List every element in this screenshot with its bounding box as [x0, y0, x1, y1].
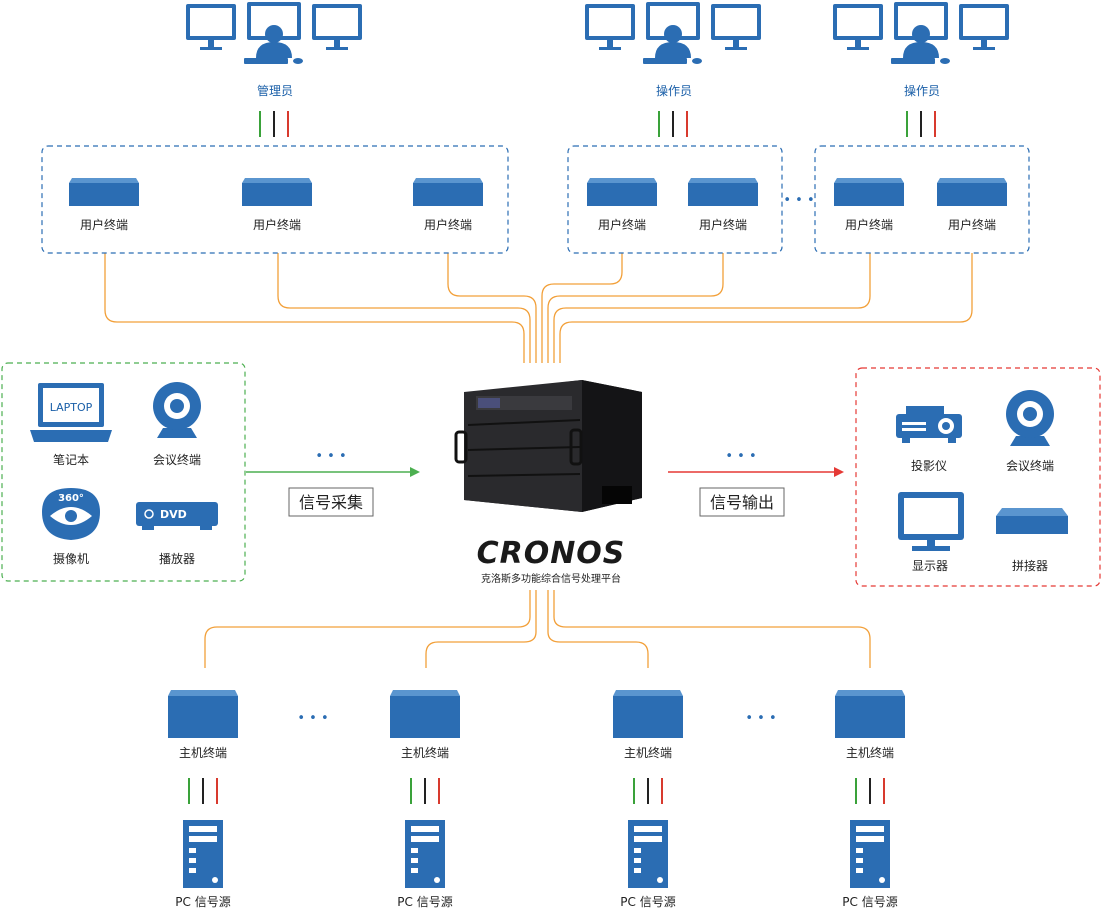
group-ellipsis: • • •	[783, 193, 814, 208]
user-terminal-icon	[242, 178, 312, 206]
splicer-label: 拼接器	[1012, 558, 1048, 573]
360-camera-icon	[42, 488, 100, 540]
conference-label: 会议终端	[153, 452, 201, 467]
brand-logo: CRONOS	[477, 536, 626, 571]
user-terminal-label: 用户终端	[253, 217, 301, 232]
laptop-screen-text: LAPTOP	[50, 401, 93, 414]
user-terminal-icon	[937, 178, 1007, 206]
dvd-player-icon	[136, 502, 218, 530]
operator-2-workstation-icon	[833, 2, 1009, 64]
host-terminal-label: 主机终端	[401, 745, 449, 760]
operator-1-label: 操作员	[656, 83, 692, 98]
laptop-icon	[30, 383, 112, 442]
user-terminal-label: 用户终端	[699, 217, 747, 232]
user-terminal-icon	[413, 178, 483, 206]
output-arrowhead	[834, 467, 844, 477]
projector-icon	[896, 406, 962, 443]
user-terminal-icon	[69, 178, 139, 206]
host-terminal-icon	[613, 690, 683, 738]
pc-tower-icon	[183, 820, 223, 888]
operator-2-label: 操作员	[904, 83, 940, 98]
host-terminal-cables	[188, 777, 218, 805]
monitor-icon	[898, 492, 964, 551]
host-ellipsis: • • •	[745, 711, 776, 726]
host-terminal-cables	[855, 777, 885, 805]
host-terminal-label: 主机终端	[624, 745, 672, 760]
pc-source-label: PC 信号源	[842, 895, 897, 909]
output-devices-panel	[855, 367, 1101, 587]
host-terminal-label: 主机终端	[179, 745, 227, 760]
conference-label: 会议终端	[1006, 458, 1054, 473]
user-terminal-group-2	[567, 145, 783, 254]
player-label: 播放器	[159, 551, 195, 566]
user-terminal-label: 用户终端	[598, 217, 646, 232]
conference-camera-icon	[1006, 390, 1054, 446]
host-ellipsis: • • •	[297, 711, 328, 726]
projector-label: 投影仪	[911, 458, 947, 473]
user-terminal-label: 用户终端	[845, 217, 893, 232]
user-terminal-group-3	[814, 145, 1030, 254]
orange-connectors	[104, 253, 973, 668]
input-devices-panel	[1, 362, 246, 582]
operator-1-cables	[658, 110, 688, 138]
user-terminal-label: 用户终端	[948, 217, 996, 232]
admin-label: 管理员	[257, 83, 293, 98]
input-flow-box	[288, 487, 374, 517]
camera-label: 摄像机	[53, 551, 89, 566]
output-ellipsis: • • •	[725, 449, 756, 464]
user-terminal-label: 用户终端	[424, 217, 472, 232]
host-terminal-icon	[168, 690, 238, 738]
pc-tower-icon	[850, 820, 890, 888]
splicer-icon	[996, 508, 1068, 534]
host-terminal-cables	[410, 777, 440, 805]
camera-360-badge: 360°	[58, 493, 84, 504]
output-flow-label: 信号输出	[710, 493, 774, 512]
operator-2-cables	[906, 110, 936, 138]
pc-tower-icon	[405, 820, 445, 888]
pc-tower-icon	[628, 820, 668, 888]
admin-workstation-icon	[186, 2, 362, 64]
pc-source-label: PC 信号源	[175, 895, 230, 909]
pc-source-label: PC 信号源	[620, 895, 675, 909]
host-terminal-cables	[633, 777, 663, 805]
input-flow-label: 信号采集	[299, 493, 363, 512]
host-terminal-icon	[835, 690, 905, 738]
operator-1-workstation-icon	[585, 2, 761, 64]
admin-cables	[259, 110, 289, 138]
user-terminal-icon	[688, 178, 758, 206]
user-terminal-label: 用户终端	[80, 217, 128, 232]
dvd-badge: DVD	[160, 508, 187, 521]
pc-source-label: PC 信号源	[397, 895, 452, 909]
monitor-label: 显示器	[912, 559, 948, 573]
host-terminal-icon	[390, 690, 460, 738]
input-ellipsis: • • •	[315, 449, 346, 464]
output-flow-box	[699, 487, 785, 517]
user-terminal-group-1	[41, 145, 509, 254]
platform-subtitle: 克洛斯多功能综合信号处理平台	[481, 572, 621, 585]
user-terminal-icon	[587, 178, 657, 206]
host-terminal-label: 主机终端	[846, 745, 894, 760]
laptop-label: 笔记本	[53, 452, 89, 467]
conference-camera-icon	[153, 382, 201, 438]
cronos-chassis-icon	[454, 380, 642, 512]
user-terminal-icon	[834, 178, 904, 206]
